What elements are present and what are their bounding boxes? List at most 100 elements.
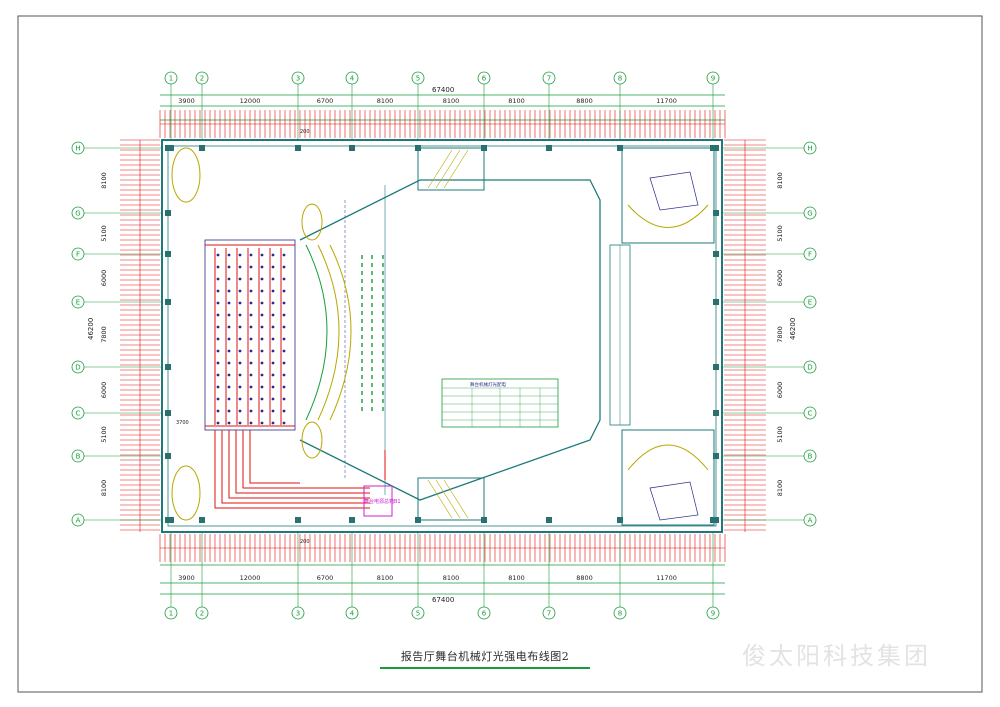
stage-lift-rows [361,255,384,411]
column-block [713,517,719,523]
fixture-dot [282,373,286,377]
column-block [713,210,719,216]
fixture-dot [271,361,275,365]
fixture-dot [282,253,286,257]
bottom-span-label: 8100 [377,574,394,582]
row-axis-label: G [807,210,812,218]
top-span-label: 6700 [317,97,334,105]
row-axis-label: E [808,299,812,307]
fixture-dot [216,361,220,365]
top-span-label: 8100 [443,97,460,105]
column-axis-label: 2 [200,75,204,83]
fixture-dot [216,373,220,377]
top-span-label: 8100 [508,97,525,105]
fixture-dot [260,253,264,257]
fixture-dot [249,301,253,305]
fixture-dot [282,409,286,413]
row-axis-label: C [76,410,81,418]
fixture-dot [271,313,275,317]
column-block [546,145,552,151]
fixture-dot [271,385,275,389]
fixture-dot [227,289,231,293]
column-axis-label: 8 [618,610,622,618]
fixture-dot [216,337,220,341]
fixture-dot [238,361,242,365]
fixture-dot [271,397,275,401]
column-block [165,145,171,151]
fixture-dot [260,337,264,341]
column-axis-bubble [291,606,305,620]
fixture-dot [249,421,253,425]
stage-dim-bottom: 200 [300,539,310,545]
lighting-cable-racks [204,239,386,509]
row-axis-label: A [76,517,81,525]
fixture-dot [249,349,253,353]
column-block [713,364,719,370]
row-axis-bubble [71,247,85,261]
column-block [199,145,205,151]
stage-power-box: 舞台电源总箱B1 [363,485,401,517]
bottom-span-label: 8100 [508,574,525,582]
fixture-dot [260,409,264,413]
column-block [295,145,301,151]
fixture-dot [216,397,220,401]
column-block [165,364,171,370]
column-block [349,517,355,523]
column-block [165,410,171,416]
fixture-dot [249,361,253,365]
fixture-dot [227,325,231,329]
fixture-dot [260,301,264,305]
fixture-dot [216,349,220,353]
fixture-dot [282,277,286,281]
left-span-label: 5100 [100,426,108,443]
right-span-label: 5100 [776,426,784,443]
top-span-label: 11700 [656,97,677,105]
column-axis-bubble [411,606,425,620]
fixture-dot [260,397,264,401]
row-axis-bubble [803,360,817,374]
fixture-dot [271,421,275,425]
total-width-bottom: 67400 [432,596,454,604]
row-axis-bubble [71,513,85,527]
column-block [617,517,623,523]
column-axis-bubble [411,71,425,85]
fixture-dot [260,289,264,293]
row-axis-bubble [71,449,85,463]
power-box-label: 舞台电源总箱B1 [364,498,401,505]
fixture-dot [227,265,231,269]
column-axis-label: 4 [350,610,355,618]
fixture-dot [216,409,220,413]
fixture-dot [282,421,286,425]
column-block [165,517,171,523]
equipment-table: 舞台机械灯光配电 [441,378,559,428]
stage-dim-top: 200 [300,129,310,135]
column-axis-label: 4 [350,75,355,83]
fixture-dot [216,253,220,257]
column-block [165,453,171,459]
right-span-label: 8100 [776,172,784,189]
fixture-dot [282,313,286,317]
column-axis-bubble [477,71,491,85]
fixture-dot [238,277,242,281]
perimeter-cable-bands [120,110,766,562]
row-axis-label: D [75,364,80,372]
column-axis-bubble [613,71,627,85]
fixture-dot [271,277,275,281]
row-axis-label: E [76,299,80,307]
column-axis-bubble [291,71,305,85]
column-axis-label: 9 [711,610,715,618]
fixture-dot [227,373,231,377]
top-span-label: 12000 [240,97,261,105]
fixture-dot [227,385,231,389]
row-axis-label: H [75,145,80,153]
fixture-dot [282,385,286,389]
row-axis-bubble [803,247,817,261]
fixture-dot [238,409,242,413]
fixture-dot [227,301,231,305]
row-axis-label: G [75,210,80,218]
row-axis-label: A [808,517,813,525]
left-span-label: 8100 [100,480,108,497]
